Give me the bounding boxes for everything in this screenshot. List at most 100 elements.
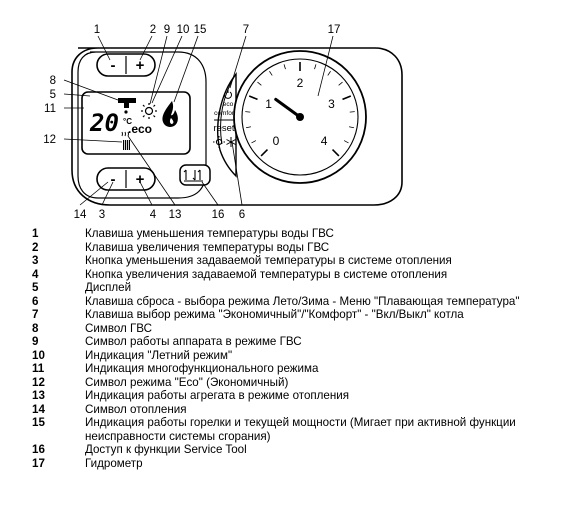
gauge-minor-tick [257, 81, 262, 86]
legend-item: 12 Символ режима "Eco" (Экономичный) [32, 376, 557, 390]
reset-button[interactable]: reset [213, 123, 234, 134]
dhw-minus-button[interactable]: - [111, 57, 116, 74]
hydrometer-needle [274, 97, 302, 119]
lcd-display [81, 91, 191, 155]
callout-12: 12 [43, 134, 56, 146]
legend-number: 16 [32, 443, 45, 456]
gauge-tick-label: 4 [321, 134, 328, 148]
legend-text: Символ работы аппарата в режиме ГВС [85, 335, 302, 348]
legend-text: Индикация работы агрегата в режиме отопл… [85, 389, 350, 402]
callout-14: 14 [74, 209, 87, 221]
control-panel-diagram: - + 20 °C .eco - + eco c [43, 24, 403, 221]
legend-text: Символ отопления [85, 402, 187, 416]
legend-number: 10 [32, 348, 45, 362]
legend-text: Кнопка увеличения задаваемой температуры… [85, 267, 448, 281]
callout-9: 9 [164, 24, 170, 36]
legend-number: 12 [32, 375, 45, 389]
legend-item: 13 Индикация работы агрегата в режиме ото… [32, 389, 557, 403]
legend-item: 14 Символ отопления [32, 403, 557, 417]
callout-8: 8 [50, 75, 56, 87]
dhw-plus-button[interactable]: + [136, 57, 145, 74]
legend-item: 10 Индикация "Летний режим" [32, 349, 557, 363]
callout-7: 7 [243, 24, 249, 36]
legend-text: Символ режима "Eco" (Экономичный) [85, 375, 289, 389]
gauge-major-tick [260, 148, 269, 157]
gauge-minor-tick [327, 71, 331, 76]
legend-text: Символ ГВС [85, 321, 153, 335]
legend-number: 15 [32, 416, 45, 429]
legend-text: Гидрометр [85, 456, 143, 470]
legend-text: Индикация многофункционального режима [85, 362, 319, 375]
gauge-minor-tick [314, 64, 317, 70]
gauge-tick-label: 1 [265, 97, 272, 111]
gauge-major-tick [331, 148, 340, 157]
callout-13: 13 [169, 209, 182, 221]
eco-mode-label: eco [223, 101, 234, 108]
legend-number: 14 [32, 402, 45, 416]
legend-item: 1 Клавиша уменьшения температуры воды ГВС [32, 227, 557, 241]
callout-15: 15 [194, 24, 207, 36]
callout-6: 6 [239, 209, 245, 221]
legend-number: 13 [32, 389, 45, 402]
gauge-minor-tick [269, 71, 273, 76]
callout-16: 16 [212, 209, 225, 221]
callout-17: 17 [328, 24, 341, 36]
legend-text: Клавиша уменьшения температуры воды ГВС [85, 227, 334, 240]
gauge-major-tick [342, 95, 352, 101]
legend-item: 5 Дисплей [32, 281, 557, 295]
legend-number: 6 [32, 294, 39, 308]
callout-5: 5 [50, 89, 56, 101]
tap-icon [118, 98, 136, 108]
legend-item: 16 Доступ к функции Service Tool [32, 443, 557, 457]
legend-text: Доступ к функции Service Tool [85, 443, 247, 456]
legend-number: 5 [32, 281, 39, 294]
callout-1: 1 [94, 24, 100, 36]
legend-item: 2 Клавиша увеличения температуры воды ГВС [32, 241, 557, 255]
legend-number: 11 [32, 362, 45, 375]
flame-icon [162, 101, 178, 127]
gauge-tick-label: 3 [328, 97, 335, 111]
legend-text: Кнопка уменьшения задаваемой температуры… [85, 254, 452, 267]
callout-11: 11 [44, 103, 56, 115]
heat-waves-icon [121, 131, 129, 137]
legend-number: 17 [32, 456, 45, 470]
legend-item: 3 Кнопка уменьшения задаваемой температур… [32, 254, 557, 268]
comfort-mode-label[interactable]: comfort [214, 110, 236, 117]
gauge-minor-tick [251, 140, 257, 144]
eco-indicator: .eco [128, 122, 152, 136]
temperature-unit: °C [123, 117, 132, 126]
summer-winter-icon [213, 136, 236, 148]
legend-item: 7 Клавиша выбор режима "Экономичный"/"Ком… [32, 308, 557, 322]
heating-minus-button[interactable]: - [111, 171, 116, 188]
sun-icon [141, 103, 157, 119]
gauge-minor-tick [245, 126, 252, 129]
legend-text: Дисплей [85, 281, 132, 294]
legend-number: 4 [32, 267, 39, 281]
legend-item: 4 Кнопка увеличения задаваемой температур… [32, 268, 557, 282]
legend-text: Клавиша увеличения температуры воды ГВС [85, 240, 330, 254]
legend-number: 7 [32, 308, 39, 321]
legend-text: Клавиша выбор режима "Экономичный"/"Комф… [85, 308, 464, 321]
gauge-minor-tick [343, 140, 349, 144]
heating-plus-button[interactable]: + [136, 171, 145, 188]
gauge-major-tick [248, 95, 258, 101]
gauge-minor-tick [338, 81, 343, 86]
service-tool-icon [183, 169, 203, 182]
gauge-minor-tick [348, 126, 355, 129]
legend-item: 11 Индикация многофункционального режима [32, 362, 557, 376]
gauge-tick-label: 0 [273, 134, 280, 148]
legend-text: Индикация "Летний режим" [85, 348, 233, 362]
power-icon [224, 89, 232, 99]
gauge-minor-tick [283, 64, 286, 70]
callout-4: 4 [150, 209, 157, 221]
legend-item: 17 Гидрометр [32, 457, 557, 471]
temperature-readout: 20 [89, 109, 119, 137]
legend-number: 2 [32, 240, 39, 254]
legend-number: 3 [32, 254, 39, 267]
legend-number: 1 [32, 227, 39, 240]
leader-lines [63, 35, 334, 206]
